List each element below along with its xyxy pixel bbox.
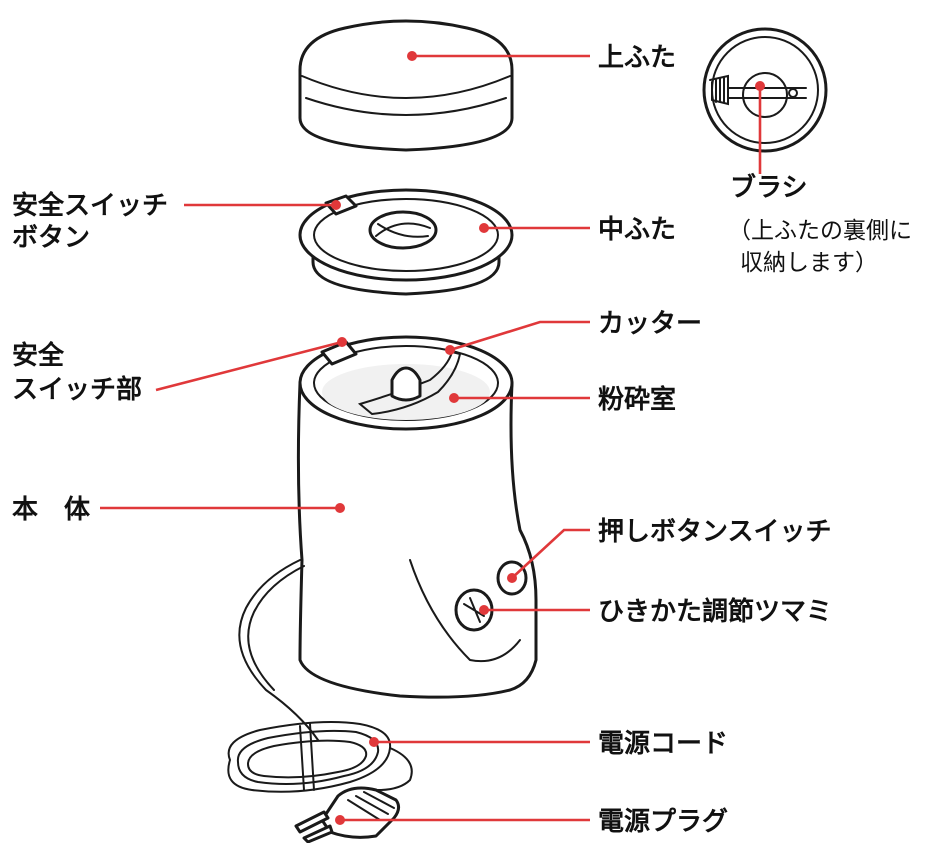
- leader-dot-grind-knob: [479, 605, 489, 615]
- leader-safety-switch: [155, 340, 343, 392]
- brush-drawing: [702, 27, 828, 153]
- label-body: 本 体: [12, 495, 91, 525]
- label-inner-lid: 中ふた: [598, 215, 676, 245]
- label-power-plug: 電源プラグ: [598, 807, 728, 837]
- leader-dot-cutter: [445, 345, 455, 355]
- leader-lines: [100, 51, 765, 825]
- label-top-lid: 上ふた: [598, 43, 676, 73]
- leader-dot-inner-lid: [479, 223, 489, 233]
- leader-dot-grinding-chamber: [449, 393, 459, 403]
- power-cord-drawing: [227, 559, 413, 793]
- label-grind-knob: ひきかた調節ツマミ: [598, 596, 832, 627]
- label-safety-switch-line1: 安全: [12, 340, 65, 371]
- leader-dot-body: [335, 503, 345, 513]
- label-safety-switch-line2: スイッチ部: [12, 375, 142, 405]
- leader-push-button: [511, 528, 590, 579]
- leader-dot-power-cord: [369, 737, 379, 747]
- inner-lid-drawing: [298, 188, 514, 296]
- label-safety-button-line2: ボタン: [12, 223, 90, 253]
- label-power-cord: 電源コード: [598, 729, 728, 759]
- leader-dot-power-plug: [335, 815, 345, 825]
- label-safety-button-line1: 安全スイッチ: [12, 190, 168, 221]
- leader-dot-safety-switch: [337, 337, 347, 347]
- labels: 上ふた ブラシ （上ふたの裏側に 収納します） 安全スイッチ ボタン 中ふた カ…: [12, 43, 912, 837]
- label-brush-note-line2: 収納します）: [740, 250, 878, 276]
- label-push-button-switch: 押しボタンスイッチ: [598, 517, 831, 547]
- label-brush-note-line1: （上ふたの裏側に: [728, 218, 912, 244]
- leader-cutter: [449, 320, 590, 352]
- top-lid-drawing: [298, 19, 514, 152]
- leader-dot-safety-button: [331, 200, 341, 210]
- leader-dot-brush: [755, 81, 765, 91]
- power-plug-drawing: [294, 786, 401, 843]
- leader-dot-top-lid: [407, 51, 417, 61]
- label-cutter: カッター: [598, 309, 702, 339]
- main-body-drawing: [296, 335, 538, 699]
- label-grinding-chamber: 粉砕室: [598, 384, 676, 415]
- label-brush: ブラシ: [730, 172, 807, 203]
- leader-dot-push-button: [507, 573, 517, 583]
